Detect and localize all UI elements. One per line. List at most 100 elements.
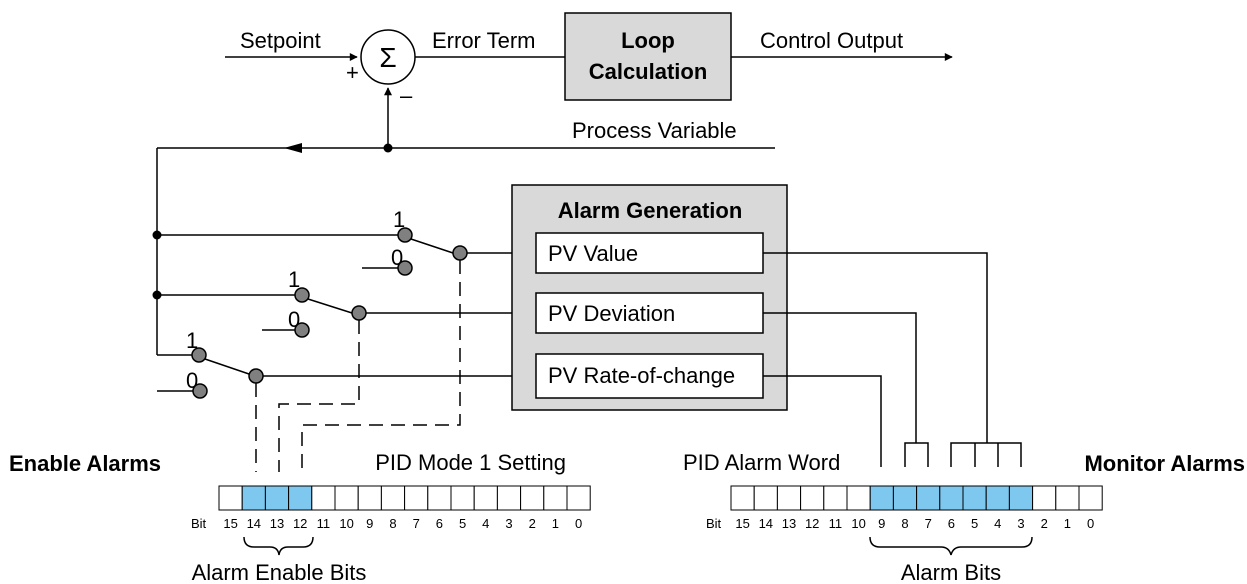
minus-sign: – [400, 83, 413, 108]
monitor-bit-cell-1 [1055, 485, 1080, 511]
alarm-enable-bits-label: Alarm Enable Bits [192, 560, 367, 584]
monitor-bit-number-13: 13 [782, 516, 796, 531]
alarm-bits-brace [869, 536, 1033, 556]
enable-bit-number-15: 15 [223, 516, 237, 531]
enable-bit-cell-0 [566, 485, 591, 511]
enable-bit-cell-11 [311, 485, 336, 511]
pv-rate-of-change-box [535, 353, 764, 399]
monitor-bit-cell-14 [753, 485, 778, 511]
switch2-contact-0 [294, 322, 310, 338]
switch2-common-contact [351, 305, 367, 321]
monitor-bit-number-8: 8 [901, 516, 908, 531]
pid-mode1-setting-label: PID Mode 1 Setting [375, 450, 566, 475]
monitor-bit-cell-9 [869, 485, 894, 511]
pv-deviation-output-wire [763, 312, 917, 443]
sigma-symbol: Σ [379, 42, 396, 73]
monitor-bit-number-12: 12 [805, 516, 819, 531]
setpoint-label: Setpoint [240, 28, 321, 53]
monitor-bit-cell-2 [1032, 485, 1057, 511]
enable-bit-cell-9 [357, 485, 382, 511]
monitor-bit-number-2: 2 [1041, 516, 1048, 531]
error-term-label: Error Term [432, 28, 536, 53]
pv-value-label: PV Value [548, 241, 638, 266]
monitor-alarms-title: Monitor Alarms [1084, 451, 1245, 476]
monitor-bit-cell-15 [730, 485, 755, 511]
monitor-bit-cell-6 [939, 485, 964, 511]
enable-bit-number-8: 8 [389, 516, 396, 531]
plus-sign: + [346, 60, 359, 85]
monitor-bit-cell-5 [962, 485, 987, 511]
pv-direction-arrow [284, 143, 302, 153]
alarm-bits-label: Alarm Bits [901, 560, 1001, 584]
enable-alarms-title: Enable Alarms [9, 451, 161, 476]
pv-deviation-bit-bracket [904, 442, 929, 467]
switch1-blade [410, 238, 454, 254]
monitor-bit-number-10: 10 [851, 516, 865, 531]
enable-bit-number-11: 11 [317, 516, 331, 531]
monitor-bit-number-6: 6 [948, 516, 955, 531]
enable-bit-number-4: 4 [482, 516, 489, 531]
enable-bit-number-6: 6 [436, 516, 443, 531]
enable-bit-number-12: 12 [293, 516, 307, 531]
enable-bit-cell-6 [427, 485, 452, 511]
monitor-bit-number-3: 3 [1017, 516, 1024, 531]
monitor-bit-number-1: 1 [1064, 516, 1071, 531]
switch1-contact-0 [397, 260, 413, 276]
alarm-generation-title: Alarm Generation [558, 198, 743, 223]
monitor-bit-cell-13 [776, 485, 802, 511]
enable-bit-cell-10 [334, 485, 359, 511]
loop-calc-line2: Calculation [589, 59, 708, 84]
enable-bit-number-3: 3 [505, 516, 512, 531]
monitor-bit-number-14: 14 [759, 516, 773, 531]
pid-alarm-word-label: PID Alarm Word [683, 450, 840, 475]
monitor-bit-cell-3 [1008, 485, 1034, 511]
switch2-blade [307, 298, 353, 314]
monitor-bit-number-4: 4 [994, 516, 1001, 531]
enable-bit-cell-2 [520, 485, 545, 511]
switch1-common-contact [452, 245, 468, 261]
pv-value-box [535, 232, 764, 274]
enable-link-bit13 [278, 320, 360, 472]
monitor-bit-number-5: 5 [971, 516, 978, 531]
monitor-bit-cell-12 [800, 485, 825, 511]
monitor-bit-number-9: 9 [878, 516, 885, 531]
switch1-contact-1 [397, 227, 413, 243]
monitor-bit-number-0: 0 [1087, 516, 1094, 531]
switch1-one-label: 1 [393, 207, 405, 232]
monitor-bit-cell-7 [916, 485, 941, 511]
loop-calculation-box [564, 12, 732, 101]
switch2-contact-1 [294, 287, 310, 303]
enable-bit-cell-1 [543, 485, 568, 511]
enable-bit-cell-7 [404, 485, 429, 511]
switch2-one-label: 1 [288, 267, 300, 292]
switch3-common-contact [248, 368, 264, 384]
enable-bit-number-0: 0 [575, 516, 582, 531]
switch3-contact-0 [192, 383, 208, 399]
pv-rate-output-wire [763, 375, 882, 467]
enable-bit-cell-5 [450, 485, 475, 511]
monitor-bit-cell-4 [985, 485, 1010, 511]
enable-bit-word: Bit [191, 516, 207, 531]
monitor-bit-number-11: 11 [829, 516, 843, 531]
enable-bit-number-7: 7 [413, 516, 420, 531]
pv-deviation-label: PV Deviation [548, 301, 675, 326]
enable-bit-number-2: 2 [529, 516, 536, 531]
enable-bit-cell-14 [241, 485, 266, 511]
enable-bit-number-1: 1 [552, 516, 559, 531]
process-variable-label: Process Variable [572, 118, 737, 143]
enable-bit-cell-3 [496, 485, 522, 511]
enable-link-bit12 [301, 260, 461, 472]
control-output-label: Control Output [760, 28, 903, 53]
enable-bit-cell-15 [218, 485, 243, 511]
monitor-bit-cell-11 [823, 485, 848, 511]
switch3-contact-1 [191, 347, 207, 363]
enable-bit-cell-13 [264, 485, 290, 511]
enable-bit-number-9: 9 [366, 516, 373, 531]
switch3-blade [204, 358, 250, 375]
pv-value-output-wire [763, 252, 988, 443]
enable-bit-number-13: 13 [270, 516, 284, 531]
enable-bit-number-14: 14 [247, 516, 261, 531]
